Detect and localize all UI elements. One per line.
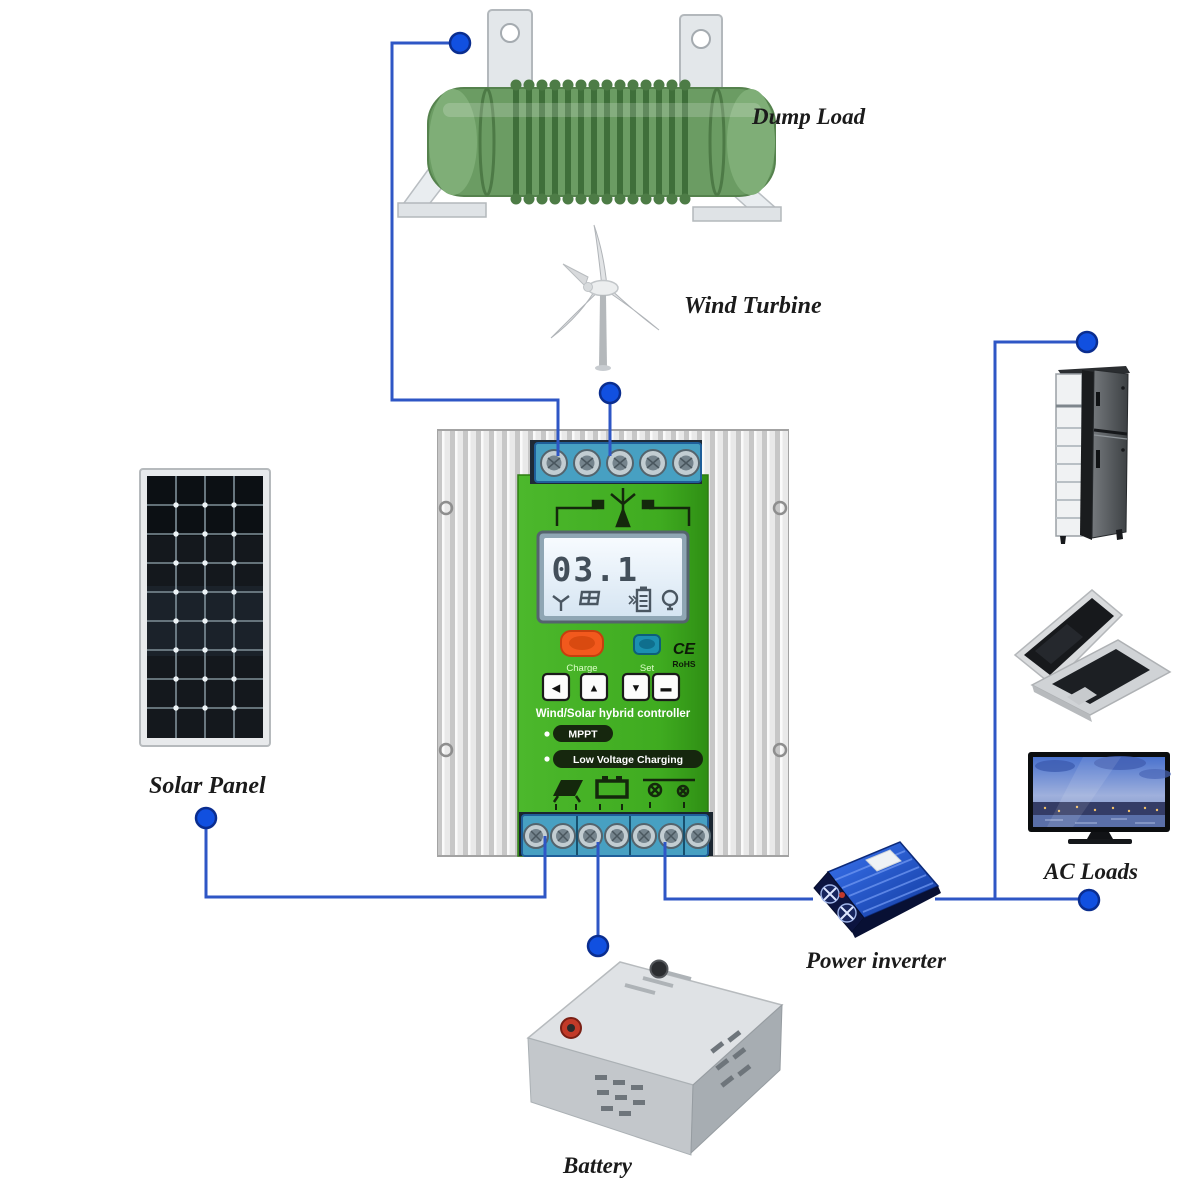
solar-cell-dots (173, 502, 237, 711)
power-inverter-label: Power inverter (806, 948, 946, 973)
battery-side (690, 1003, 783, 1155)
wires (204, 41, 1089, 945)
laptop-image (1005, 585, 1175, 725)
lcd-arrows-icon (628, 595, 639, 605)
node-battery (586, 934, 610, 958)
bottom-terminal-screws (523, 816, 711, 855)
button-down[interactable] (621, 672, 651, 702)
charge-led (560, 630, 604, 657)
battery-negative-terminal (649, 959, 669, 979)
wire-ac-riser (993, 340, 1086, 899)
solar-panel-image (138, 466, 272, 750)
button-left[interactable] (541, 672, 571, 702)
laptop-front-edge (1032, 685, 1092, 722)
charge-led-label: Charge (566, 663, 597, 674)
node-ac-loads (1077, 888, 1101, 912)
dump-load-bracket-left (487, 9, 533, 95)
node-solar-panel (194, 806, 218, 830)
controller-title: Wind/Solar hybrid controller (536, 708, 691, 720)
wire-dump-load (390, 41, 560, 456)
battery-vents (595, 1030, 752, 1116)
tv-image (1025, 748, 1175, 848)
dump-load-image (395, 5, 790, 225)
top-terminal-screws (540, 449, 700, 477)
inverter-bottom-edge (852, 886, 941, 938)
turbine-nose (583, 282, 593, 292)
power-inverter-image (808, 832, 948, 947)
button-up-glyph: ▲ (589, 683, 600, 695)
tv-stand-base (1068, 839, 1132, 844)
button-set-glyph: ▬ (661, 683, 672, 695)
wire-solar-panel (204, 819, 547, 899)
laptop-keyboard (1052, 649, 1150, 704)
wire-inverter-in (663, 842, 813, 901)
rohs-mark: RoHS (672, 659, 695, 669)
dump-load-label: Dump Load (752, 104, 866, 129)
mounting-notches (438, 500, 788, 758)
ac-loads-label: AC Loads (1044, 859, 1138, 884)
battery-front (527, 1037, 694, 1156)
set-led (633, 634, 661, 655)
set-led-label: Set (640, 663, 655, 674)
dump-load-coil (427, 79, 776, 205)
fridge-open-door (1080, 370, 1094, 540)
laptop-touchpad (1067, 687, 1097, 705)
turbine-pole (599, 295, 607, 367)
refrigerator-image (1040, 358, 1140, 548)
turbine-tail-vane (562, 263, 589, 287)
node-wind-turbine (598, 381, 622, 405)
inverter-label-sticker (865, 849, 902, 872)
feature-lvc: Low Voltage Charging (573, 754, 683, 766)
fridge-body (1091, 369, 1129, 539)
node-dump-load (448, 31, 472, 55)
feature-mppt: MPPT (568, 729, 598, 741)
battery-terminal-icon (595, 779, 629, 799)
lcd-fan-icon (552, 595, 570, 611)
button-down-glyph: ▼ (631, 683, 642, 695)
button-up[interactable] (579, 672, 609, 702)
button-set[interactable] (651, 672, 681, 702)
button-left-glyph: ◀ (552, 683, 561, 695)
battery-label: Battery (563, 1153, 632, 1178)
wiring-schematic-icon (555, 488, 691, 528)
ce-mark: CE (673, 641, 697, 658)
battery-image (505, 950, 795, 1165)
lcd-solar-icon (578, 590, 601, 606)
fridge-interior (1055, 373, 1083, 537)
wind-turbine-label: Wind Turbine (684, 293, 822, 319)
solar-terminal-icon (553, 780, 583, 796)
wind-turbine-image (540, 215, 670, 380)
fridge-handle-bottom (1096, 450, 1100, 468)
lcd-screen: 03.1 (536, 530, 690, 624)
load-terminal-icon (643, 778, 695, 798)
tv-stand-neck (1087, 832, 1113, 839)
terminal-icons (552, 776, 695, 810)
fridge-handle-top (1096, 392, 1100, 406)
lcd-value: 03.1 (552, 550, 639, 589)
hybrid-controller: 03.1 (437, 428, 789, 858)
controller-buttons: ◀ ▲ ▼ ▬ (541, 672, 681, 702)
dump-load-bracket-right (679, 14, 723, 100)
inverter-fans (820, 884, 857, 923)
connection-nodes (194, 31, 1101, 958)
turbine-base (595, 365, 611, 371)
solar-panel-label: Solar Panel (149, 773, 266, 799)
node-fridge (1075, 330, 1099, 354)
lcd-bulb-icon (661, 589, 679, 611)
tv-city-skyline (1033, 802, 1165, 815)
